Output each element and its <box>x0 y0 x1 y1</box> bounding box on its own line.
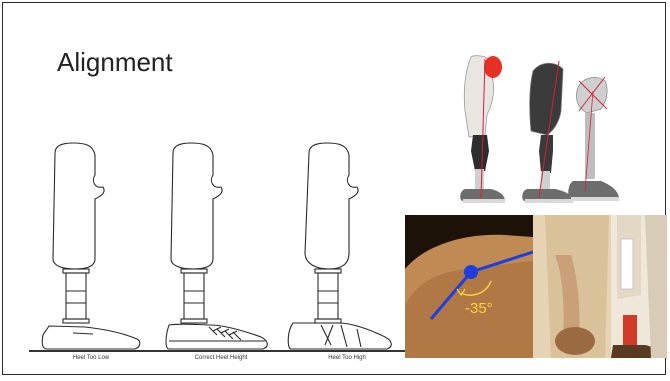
caption-heel-too-high: Heel Too High <box>328 355 366 361</box>
alignment-illustration <box>455 51 635 211</box>
ground-line <box>29 350 409 352</box>
caption-correct-heel: Correct Heel Height <box>195 355 248 361</box>
caption-heel-too-low: Heel Too Low <box>73 355 109 361</box>
prosthesis-correct-heel <box>161 141 276 353</box>
prosthesis-heel-too-low <box>33 141 148 353</box>
residual-limb-photo: -35° <box>405 215 667 358</box>
prosthesis-heel-too-high <box>285 141 400 353</box>
slide: Alignment Heel Too Low <box>2 2 666 375</box>
angle-label: -35° <box>465 300 493 317</box>
slide-title: Alignment <box>57 47 173 78</box>
